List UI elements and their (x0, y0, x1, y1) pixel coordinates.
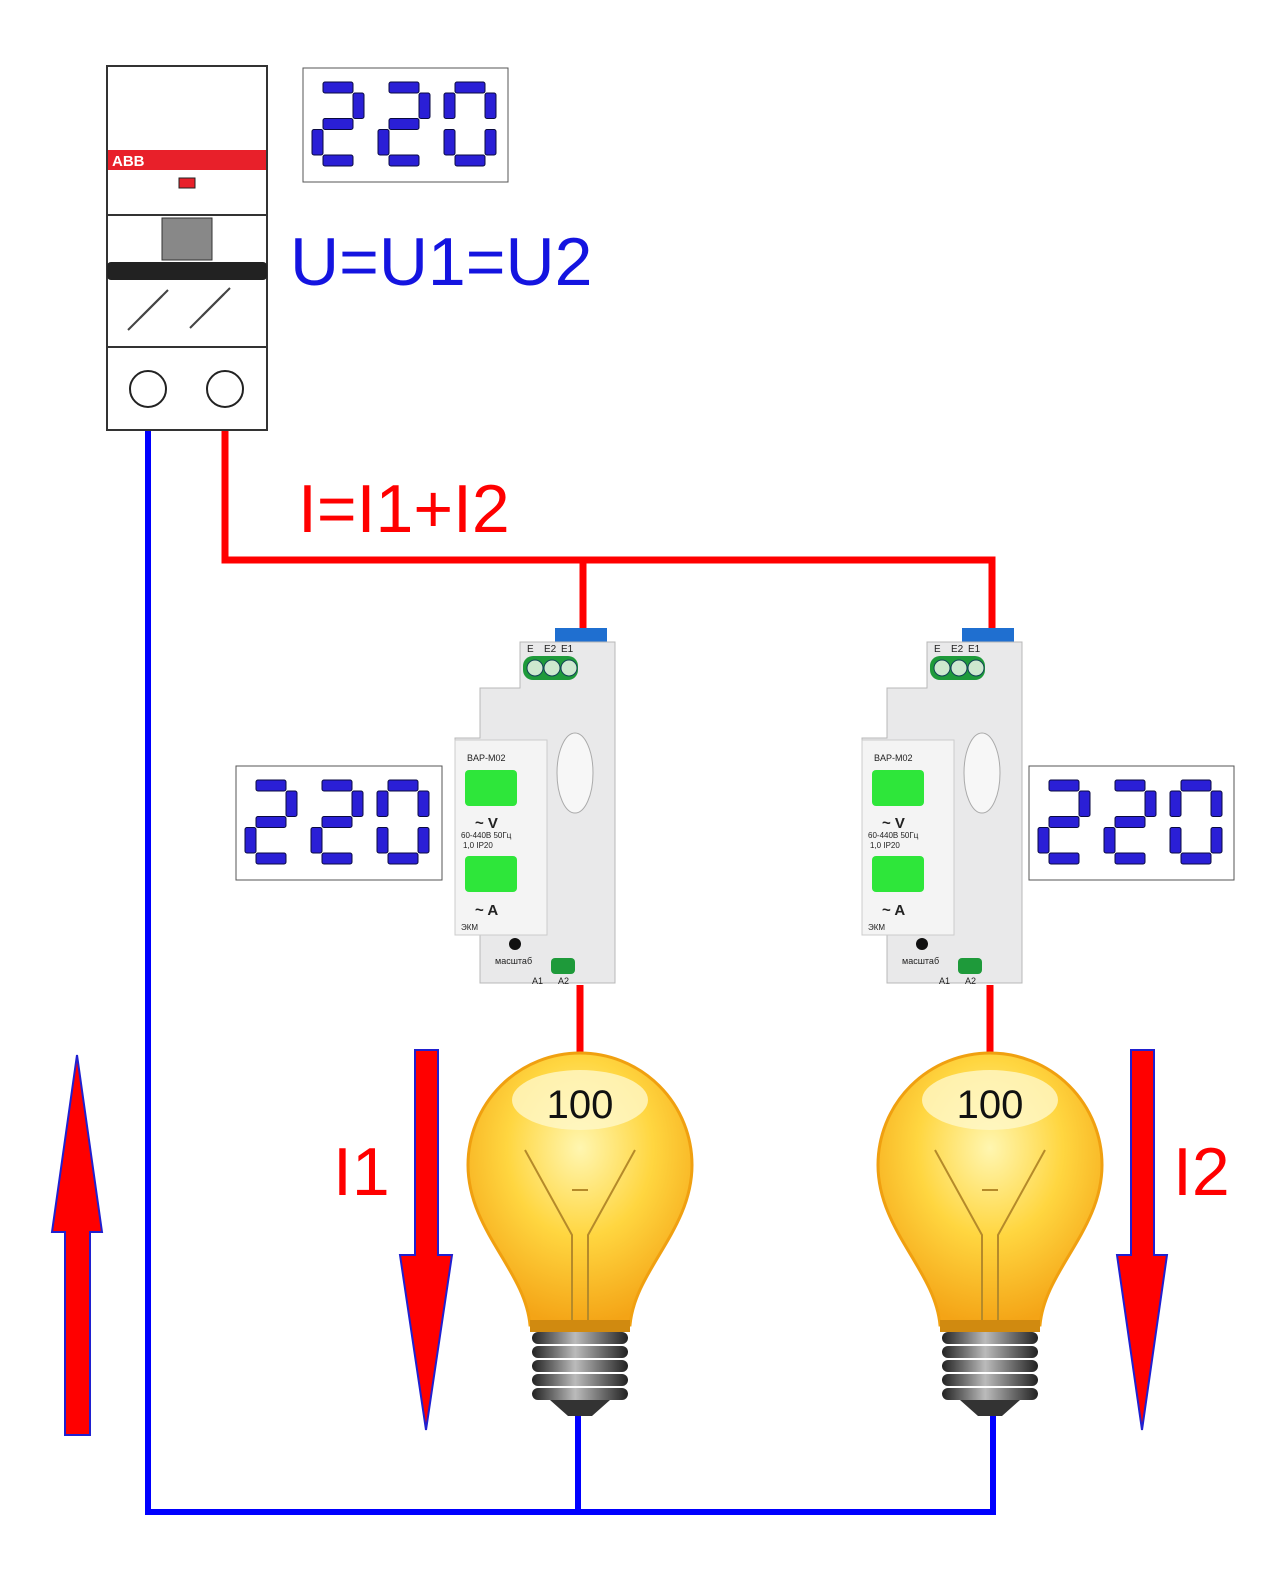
segment-digit (244, 779, 298, 865)
segment-digit (443, 81, 497, 167)
light-bulb-1: 100 (466, 1051, 694, 1416)
terminal-label: E (934, 644, 941, 655)
terminal-label: A1 (532, 976, 543, 986)
scale-label: масштаб (495, 956, 532, 966)
neutral-wire (145, 430, 996, 1515)
meter1-voltage-display (235, 765, 443, 881)
maker-logo: ЭКМ (461, 923, 478, 932)
phase-wire (221, 430, 996, 1055)
terminal-label: E (527, 644, 534, 655)
meter-spec: 1,0 IP20 (463, 841, 493, 850)
meter-model: BAP-M02 (467, 753, 506, 763)
current-i1-arrow-down (398, 1049, 454, 1431)
current-i2-label: I2 (1173, 1134, 1230, 1210)
meter-spec: 60-440B 50Гц (868, 831, 919, 840)
terminal-label: A2 (558, 976, 569, 986)
breaker-brand: ABB (112, 153, 145, 170)
terminal-label: E1 (561, 644, 574, 655)
terminal-label: E1 (968, 644, 981, 655)
segment-digit (376, 779, 430, 865)
light-bulb-2: 100 (876, 1051, 1104, 1416)
meter2-voltage-display (1028, 765, 1235, 881)
current-i2-arrow-down (1115, 1049, 1169, 1431)
scale-label: масштаб (902, 956, 939, 966)
segment-digit (1169, 779, 1223, 865)
terminal-label: A2 (965, 976, 976, 986)
current-i1-label: I1 (333, 1134, 390, 1210)
current-equation: I=I1+I2 (298, 471, 510, 547)
terminal-label: E2 (951, 644, 964, 655)
volt-label: ~ V (475, 815, 498, 832)
amp-label: ~ A (475, 902, 498, 919)
supply-voltage-display (302, 67, 509, 183)
terminal-label: E2 (544, 644, 557, 655)
segment-digit (377, 81, 431, 167)
segment-digit (1037, 779, 1091, 865)
volt-label: ~ V (882, 815, 905, 832)
segment-digit (310, 779, 364, 865)
segment-digit (1103, 779, 1157, 865)
circuit-breaker: ABB (106, 65, 268, 431)
bulb-power-label: 100 (547, 1083, 614, 1127)
meter-model: BAP-M02 (874, 753, 913, 763)
amp-label: ~ A (882, 902, 905, 919)
meter-spec: 1,0 IP20 (870, 841, 900, 850)
meter-spec: 60-440B 50Гц (461, 831, 512, 840)
segment-digit (311, 81, 365, 167)
terminal-label: A1 (939, 976, 950, 986)
bulb-power-label: 100 (957, 1083, 1024, 1127)
voltage-equation: U=U1=U2 (290, 224, 592, 300)
current-return-arrow-up (50, 1054, 104, 1436)
maker-logo: ЭКМ (868, 923, 885, 932)
